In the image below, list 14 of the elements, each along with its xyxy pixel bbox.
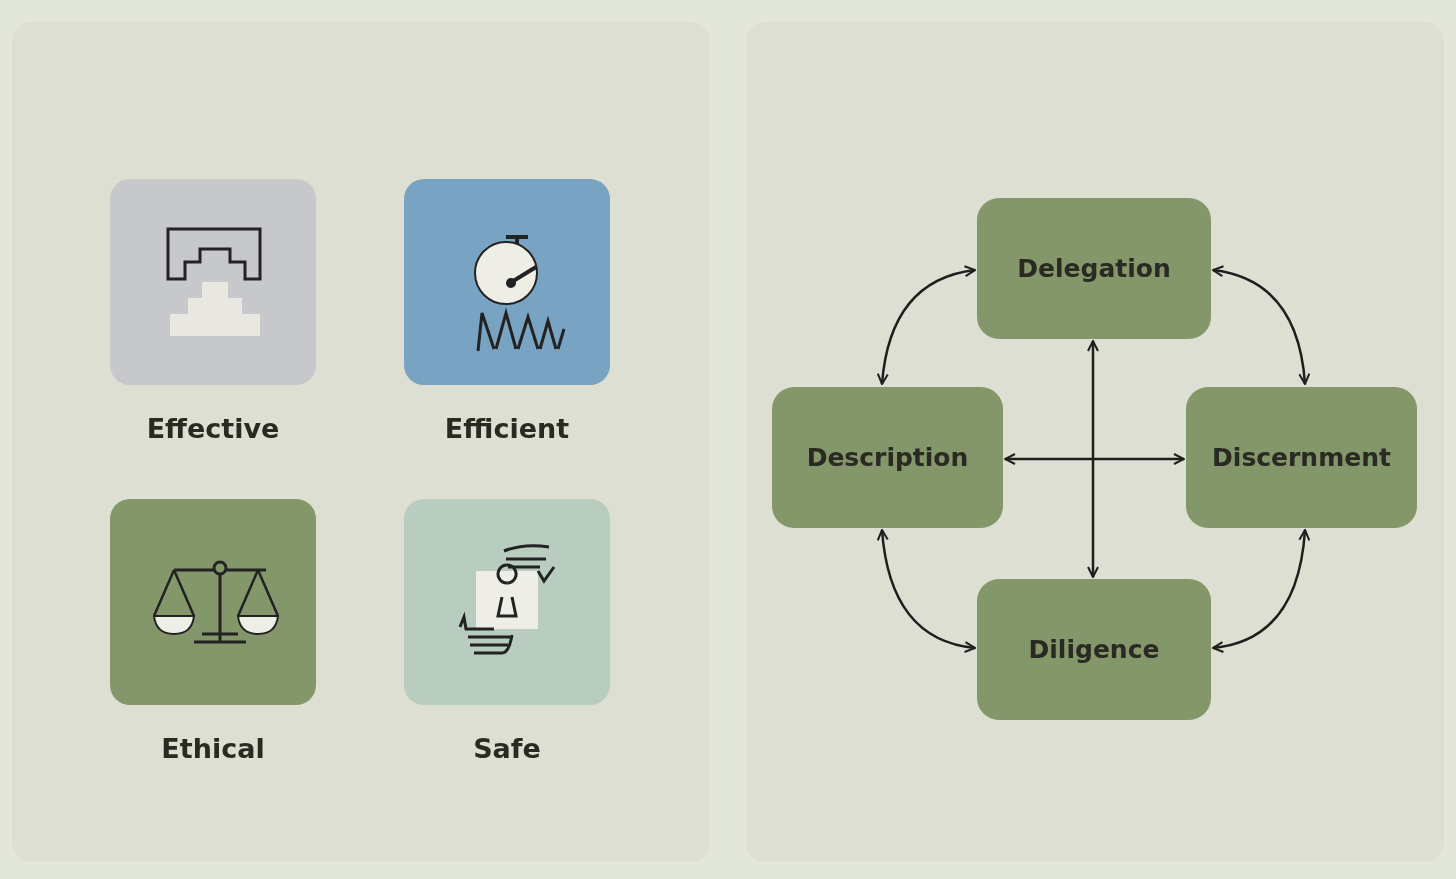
tile-label: Effective	[145, 413, 281, 444]
double-arrow	[877, 529, 976, 653]
process-box: Delegation	[977, 198, 1211, 339]
double-arrow	[1004, 453, 1185, 465]
process-box: Diligence	[977, 579, 1211, 720]
tile-label: Ethical	[160, 733, 266, 764]
double-arrow	[1212, 529, 1310, 653]
double-arrow	[1212, 265, 1310, 385]
tile-label: Efficient	[443, 413, 571, 444]
double-arrow	[1087, 340, 1099, 578]
process-box: Discernment	[1186, 387, 1417, 528]
process-box: Description	[772, 387, 1003, 528]
double-arrow	[877, 265, 976, 385]
tile-label: Safe	[472, 733, 542, 764]
